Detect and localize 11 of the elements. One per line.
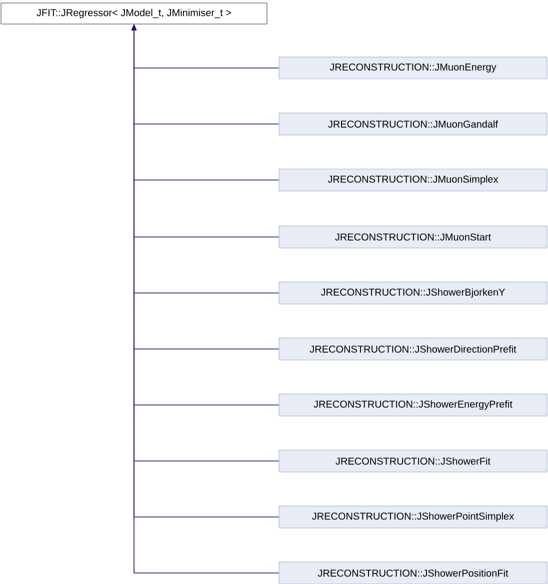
class-box: JRECONSTRUCTION::JShowerDirectionPrefit: [278, 338, 548, 360]
class-box: JRECONSTRUCTION::JShowerEnergyPrefit: [278, 394, 548, 416]
class-box: JRECONSTRUCTION::JShowerBjorkenY: [278, 282, 548, 304]
class-box: JRECONSTRUCTION::JShowerPointSimplex: [278, 506, 548, 528]
class-box: JRECONSTRUCTION::JShowerPositionFit: [278, 562, 548, 584]
class-box: JFIT::JRegressor< JModel_t, JMinimiser_t >: [0, 2, 268, 24]
class-box: JRECONSTRUCTION::JMuonStart: [278, 226, 548, 248]
class-box: JRECONSTRUCTION::JMuonEnergy: [278, 56, 548, 80]
class-box: JRECONSTRUCTION::JMuonSimplex: [278, 168, 548, 192]
class-box: JRECONSTRUCTION::JShowerFit: [278, 450, 548, 472]
class-box: JRECONSTRUCTION::JMuonGandalf: [278, 112, 548, 136]
